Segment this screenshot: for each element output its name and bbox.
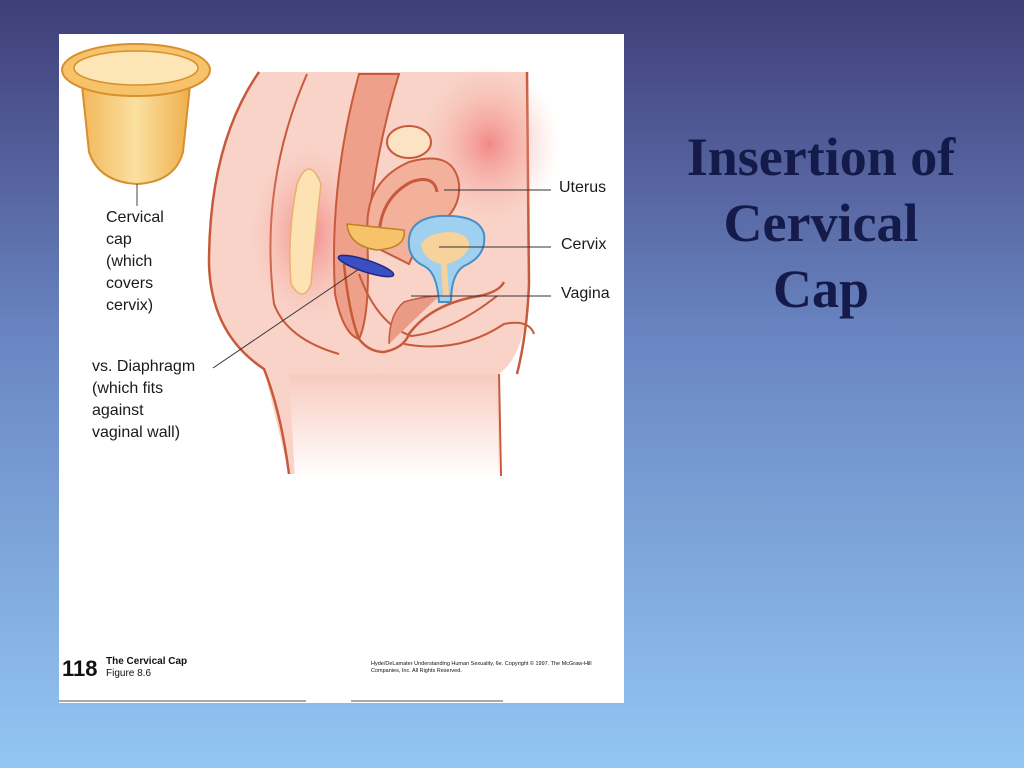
uterus-label: Uterus bbox=[559, 179, 607, 196]
slide-title: Insertion of Cervical Cap bbox=[686, 127, 956, 319]
diaphragm-drawing bbox=[337, 254, 395, 278]
sacrum bbox=[289, 168, 322, 295]
anatomy-figure: Cervical cap (which covers cervix) vs. D… bbox=[59, 34, 624, 703]
cervix-label: Cervix bbox=[561, 236, 607, 253]
vagina-label: Vagina bbox=[561, 285, 610, 302]
figure-title: The Cervical Cap bbox=[106, 656, 188, 667]
diaphragm-leader-line bbox=[212, 268, 360, 369]
diaphragm-label: vs. Diaphragm (which fits against vagina… bbox=[92, 358, 196, 441]
page-number: 118 bbox=[62, 656, 98, 681]
inserted-cervical-cap bbox=[346, 223, 405, 251]
cervical-cap-label: Cervical cap (which covers cervix) bbox=[106, 209, 164, 314]
anatomy-illustration bbox=[59, 43, 559, 702]
figure-number: Figure 8.6 bbox=[106, 668, 152, 679]
bladder-drawing bbox=[407, 214, 486, 303]
cervical-cap-drawing bbox=[61, 43, 211, 206]
copyright-notice: Hyde/DeLamater Understanding Human Sexua… bbox=[371, 661, 592, 674]
